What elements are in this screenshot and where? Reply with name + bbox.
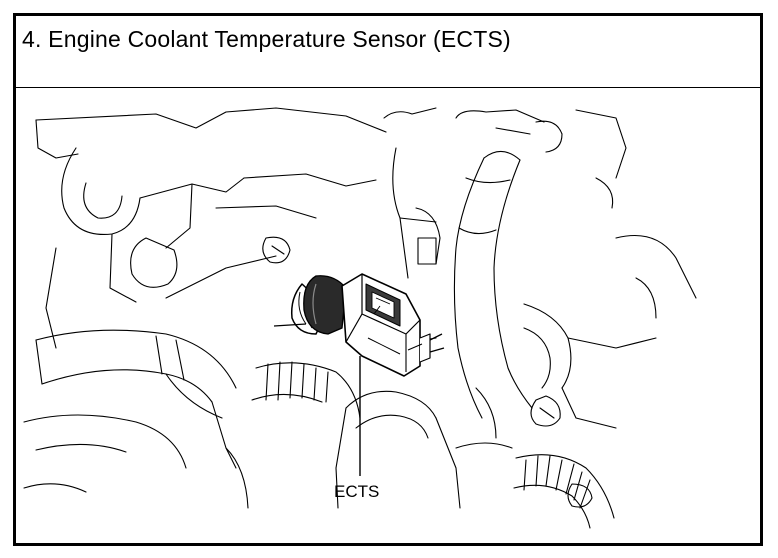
- engine-illustration: [23, 107, 697, 529]
- ects-callout-label: ECTS: [334, 482, 380, 501]
- figure-frame: 4. Engine Coolant Temperature Sensor (EC…: [13, 13, 763, 546]
- ects-sensor: [273, 273, 445, 377]
- figure-header: 4. Engine Coolant Temperature Sensor (EC…: [16, 16, 760, 88]
- figure-title: 4. Engine Coolant Temperature Sensor (EC…: [22, 26, 511, 52]
